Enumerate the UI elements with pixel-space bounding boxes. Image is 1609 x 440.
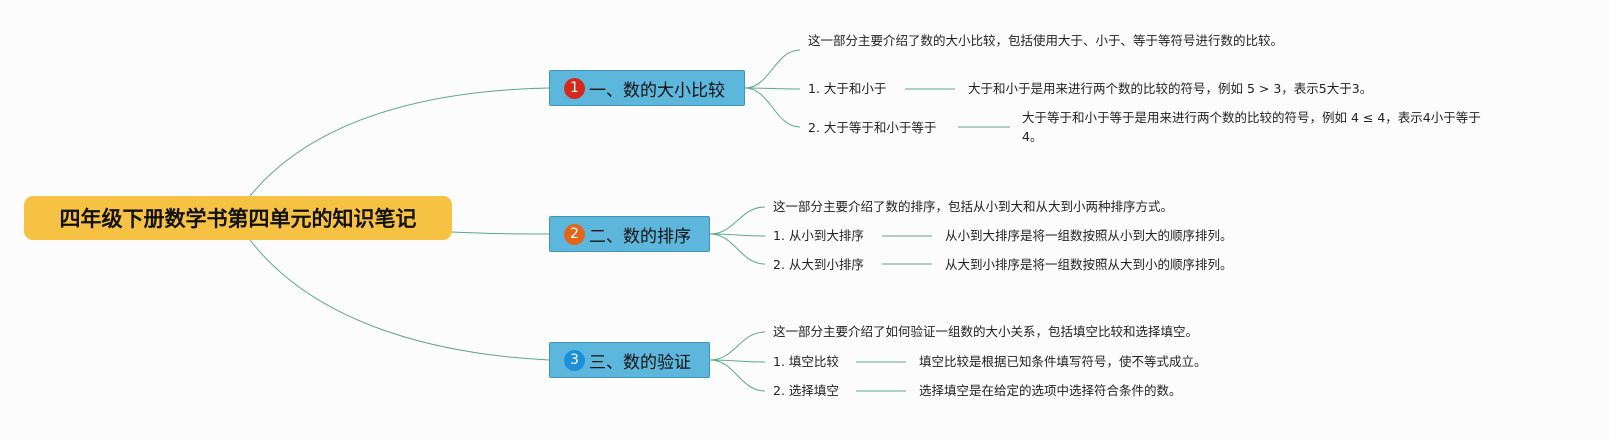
branch-title: 一、数的大小比较 — [589, 80, 725, 101]
number-badge-icon: 1 — [564, 77, 585, 99]
link-b3-intro — [709, 331, 766, 361]
link-b2-intro — [709, 206, 766, 235]
branch2-item1-detail: 从小到大排序是将一组数按照从小到大的顺序排列。 — [945, 228, 1233, 243]
branch-node-1[interactable]: 1 一、数的大小比较 — [549, 70, 745, 106]
branch1-item1-label: 1. 大于和小于 — [808, 81, 887, 96]
branch1-item2-detail: 大于等于和小于等于是用来进行两个数的比较的符号，例如 4 ≤ 4，表示4小于等于… — [1022, 110, 1481, 144]
link-b3-item1 — [709, 359, 766, 363]
link-b1-intro — [744, 49, 801, 89]
branch-node-2[interactable]: 2 二、数的排序 — [549, 216, 710, 252]
link-root-branch3 — [249, 239, 550, 361]
branch3-item2-detail: 选择填空是在给定的选项中选择符合条件的数。 — [919, 383, 1182, 398]
link-b1-item2 — [744, 87, 801, 128]
link-root-branch1 — [249, 87, 550, 197]
branch3-item2-label: 2. 选择填空 — [773, 383, 839, 398]
root-node[interactable]: 四年级下册数学书第四单元的知识笔记 — [24, 196, 452, 240]
branch3-item1-label: 1. 填空比较 — [773, 354, 839, 369]
branch2-item2-detail: 从大到小排序是将一组数按照从大到小的顺序排列。 — [945, 257, 1233, 272]
branch1-item1-detail: 大于和小于是用来进行两个数的比较的符号，例如 5 > 3，表示5大于3。 — [968, 81, 1373, 96]
root-title: 四年级下册数学书第四单元的知识笔记 — [59, 207, 417, 231]
branch1-item2-label: 2. 大于等于和小于等于 — [808, 120, 937, 135]
link-root-branch2 — [451, 231, 550, 235]
link-b2-item1 — [709, 233, 766, 237]
link-b3-item2 — [709, 359, 766, 392]
branch1-intro: 这一部分主要介绍了数的大小比较，包括使用大于、小于、等于等符号进行数的比较。 — [808, 33, 1284, 48]
branch-title: 三、数的验证 — [589, 352, 691, 373]
branch3-item1-detail: 填空比较是根据已知条件填写符号，使不等式成立。 — [919, 354, 1207, 369]
branch-node-3[interactable]: 3 三、数的验证 — [549, 342, 710, 378]
branch2-item2-label: 2. 从大到小排序 — [773, 257, 864, 272]
branch2-intro: 这一部分主要介绍了数的排序，包括从小到大和从大到小两种排序方式。 — [773, 199, 1174, 214]
branch2-item1-label: 1. 从小到大排序 — [773, 228, 864, 243]
number-badge-icon: 2 — [564, 223, 585, 245]
branch3-intro: 这一部分主要介绍了如何验证一组数的大小关系，包括填空比较和选择填空。 — [773, 324, 1199, 339]
number-badge-icon: 3 — [564, 349, 585, 371]
link-b2-item2 — [709, 233, 766, 265]
link-b1-item1 — [744, 87, 801, 90]
branch-title: 二、数的排序 — [589, 226, 691, 247]
